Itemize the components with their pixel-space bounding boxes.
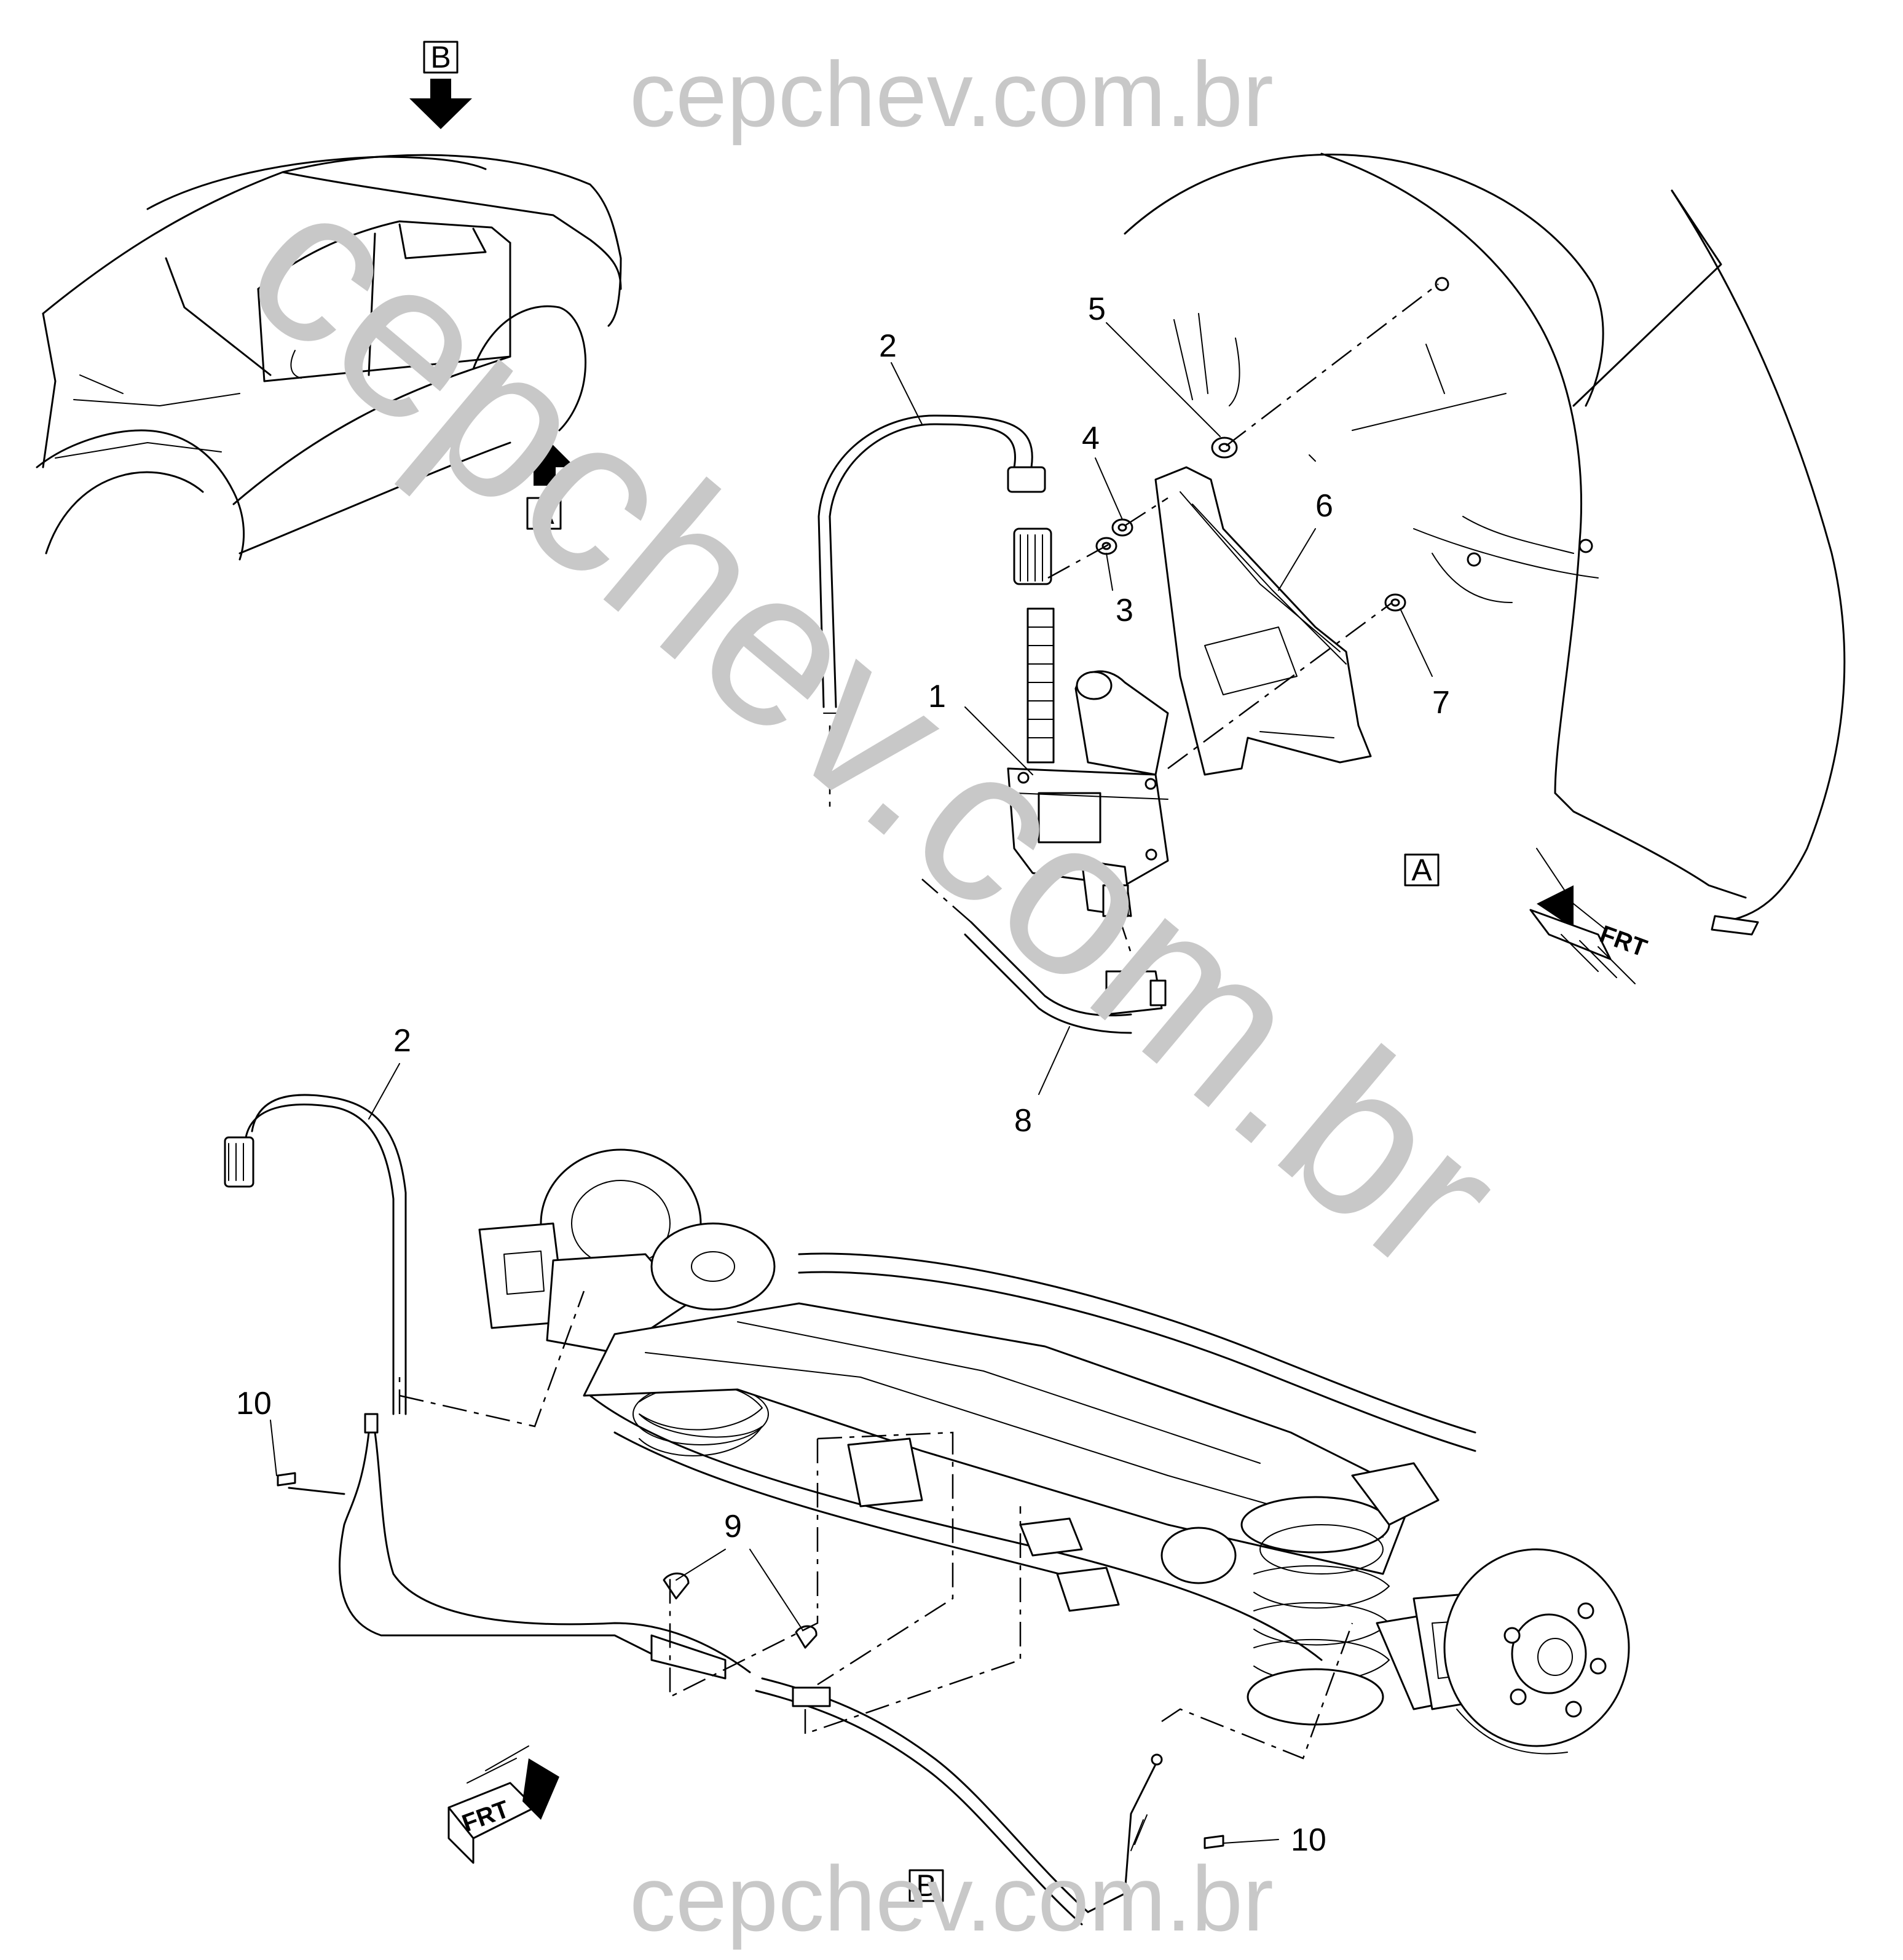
brake-cable-lower <box>224 1094 1163 1926</box>
watermark-bottom: cepchev.com.br <box>629 1847 1274 1950</box>
callout-5: 5 <box>1088 291 1106 327</box>
callout-9: 9 <box>724 1509 742 1544</box>
detail-b-marker: B <box>908 1868 944 1903</box>
detail-a-marker: A <box>1404 853 1440 887</box>
wheelhouse-panel <box>1124 152 1846 936</box>
bolt-item-7 <box>1384 593 1406 612</box>
callout-4: 4 <box>1082 421 1100 456</box>
callout-8: 8 <box>1014 1103 1032 1139</box>
cable-retainers-item-10 <box>277 1472 1224 1849</box>
view-a-label: A <box>534 496 554 531</box>
detail-b-label: B <box>916 1868 936 1903</box>
brake-actuator-module <box>1007 466 1169 917</box>
detail-a-label: A <box>1411 853 1432 887</box>
callouts: 2 5 4 3 6 7 1 8 2 9 10 10 <box>236 291 1450 1858</box>
callout-3: 3 <box>1116 593 1133 628</box>
rear-axle-assembly <box>478 1148 1630 1755</box>
front-indicator-lower: FRT <box>447 1745 559 1864</box>
callout-10-left: 10 <box>236 1386 272 1421</box>
actuator-bracket <box>1154 466 1372 776</box>
front-indicator-upper: FRT <box>1529 885 1650 984</box>
view-a-arrow-marker: A <box>514 437 575 531</box>
guide-lines-detail-b <box>398 1290 1353 1760</box>
wiring-harness-item-8 <box>964 921 1167 1034</box>
callout-2-lower: 2 <box>393 1023 411 1059</box>
view-b-arrow-marker: B <box>409 40 472 129</box>
vehicle-overview <box>36 154 622 561</box>
callout-2-upper: 2 <box>879 328 897 364</box>
view-b-label: B <box>430 40 451 74</box>
callout-7: 7 <box>1432 685 1450 721</box>
callout-10-right: 10 <box>1291 1822 1326 1858</box>
callout-6: 6 <box>1315 488 1333 524</box>
brake-cable-upper <box>818 414 1033 714</box>
watermark-top: cepchev.com.br <box>629 42 1274 146</box>
guide-lines-detail-a <box>829 283 1439 972</box>
callout-1: 1 <box>928 679 946 714</box>
watermarks: cepchev.com.br cepchev.com.br cepchev.co… <box>202 42 1546 1950</box>
